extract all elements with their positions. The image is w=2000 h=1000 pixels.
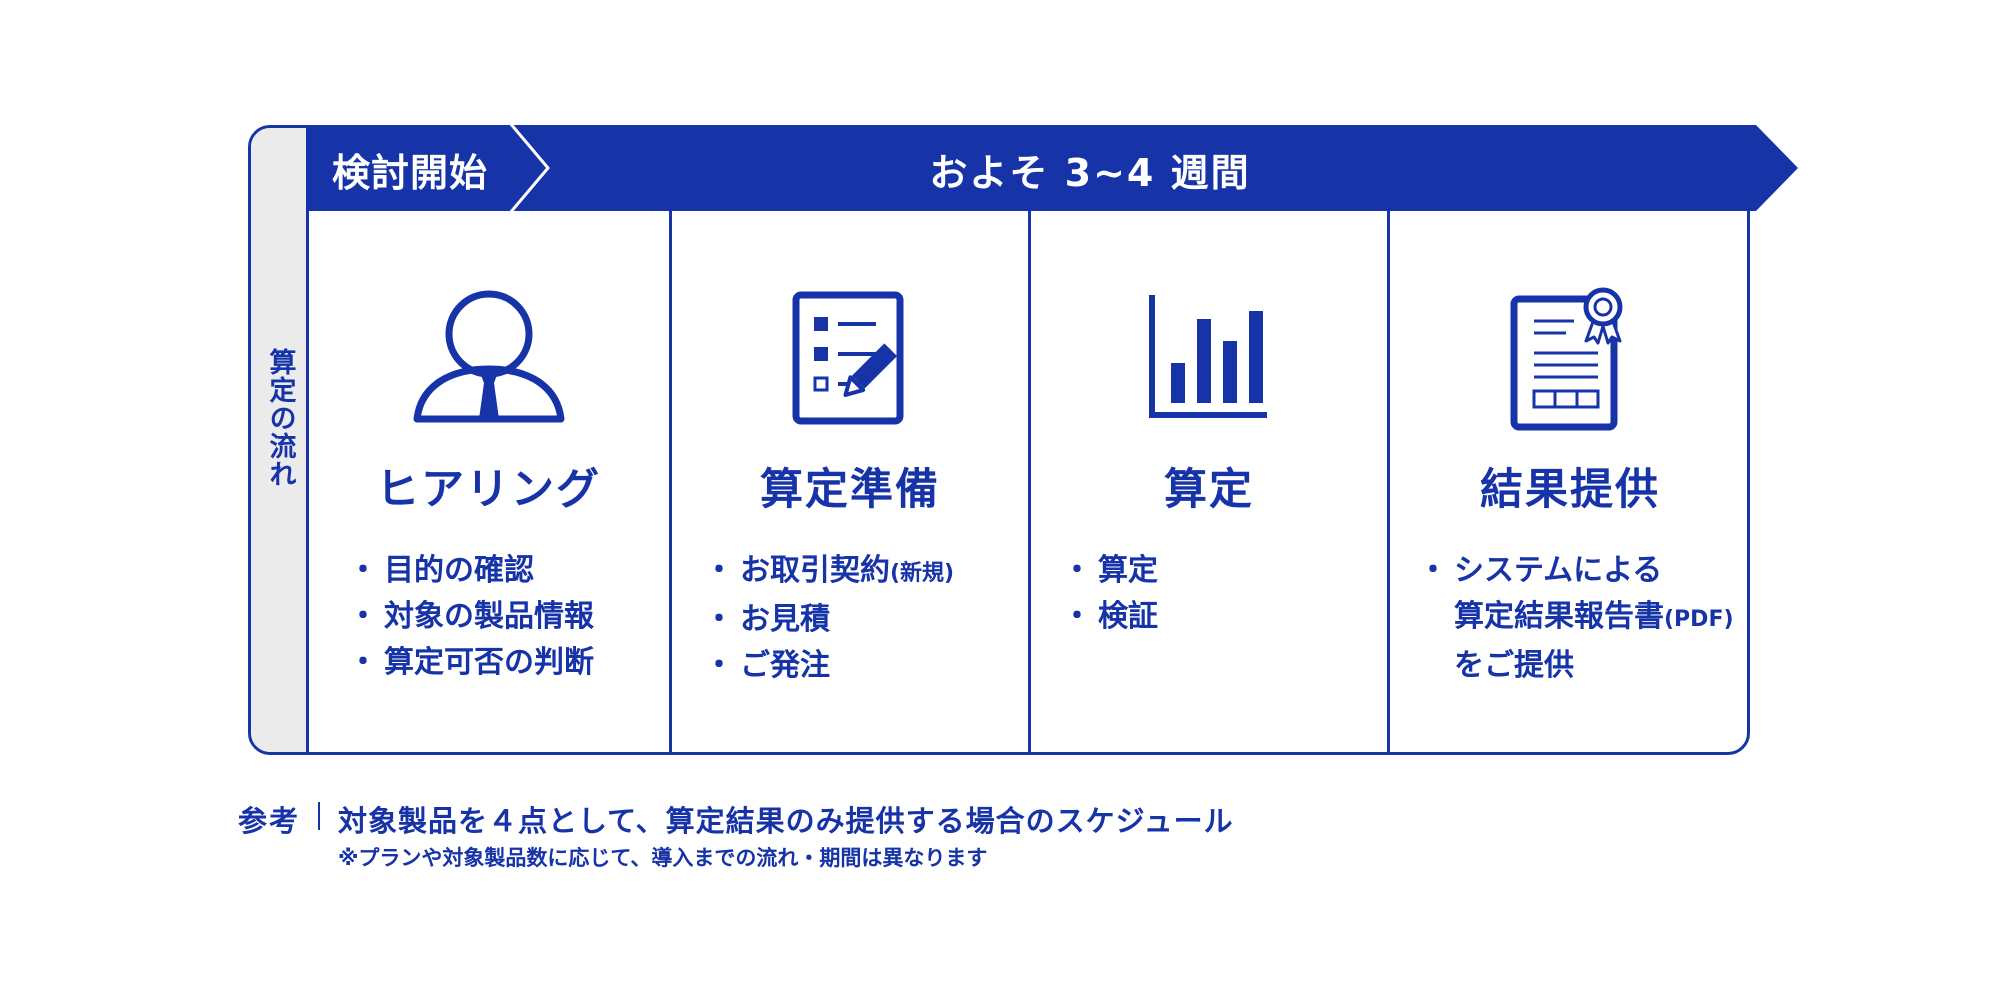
note-subtext: ※プランや対象製品数に応じて、導入までの流れ・期間は異なります (338, 846, 988, 870)
step-items: お取引契約(新規) お見積 ご発注 (704, 548, 954, 689)
duration-label: およそ 3~4 週間 (929, 151, 1251, 195)
step-items: システムによる 算定結果報告書(PDF) をご提供 (1418, 548, 1734, 689)
list-item: 目的の確認 (348, 548, 594, 594)
step-preparation: 算定準備 お取引契約(新規) お見積 ご発注 (672, 211, 1028, 755)
column-divider (669, 211, 672, 755)
list-item: 算定可否の判断 (348, 640, 594, 686)
checklist-icon (786, 289, 926, 433)
bar-chart-icon (1147, 295, 1271, 427)
step-title: ヒアリング (376, 465, 601, 515)
list-item: 算定 (1062, 548, 1158, 594)
list-item: お見積 (704, 597, 954, 643)
start-label: 検討開始 (332, 151, 489, 195)
timeline-header (308, 125, 1798, 211)
step-hearing: ヒアリング 目的の確認 対象の製品情報 算定可否の判断 (308, 211, 669, 755)
step-items: 算定 検証 (1062, 548, 1158, 640)
step-title: 算定準備 (760, 465, 940, 515)
item-text: お取引契約 (740, 553, 890, 588)
side-label: 算定の流れ (264, 348, 296, 488)
note-separator (318, 802, 320, 830)
note-label: 参考 (238, 804, 301, 838)
list-item: 検証 (1062, 594, 1158, 640)
certificate-icon (1506, 285, 1646, 439)
step-title: 算定 (1164, 465, 1254, 515)
note-text: 対象製品を４点として、算定結果のみ提供する場合のスケジュール (338, 804, 1234, 838)
item-note: (PDF) (1664, 607, 1734, 632)
item-text: 算定結果報告書 (1454, 599, 1664, 634)
column-divider (1387, 211, 1390, 755)
list-item: システムによる (1418, 548, 1734, 594)
side-panel: 算定の流れ (251, 128, 309, 752)
list-item: ご発注 (704, 643, 954, 689)
list-item-continuation: 算定結果報告書(PDF) (1418, 594, 1734, 643)
step-title: 結果提供 (1480, 465, 1660, 515)
list-item-continuation: をご提供 (1454, 648, 1574, 683)
item-note: (新規) (890, 561, 955, 586)
column-divider (1028, 211, 1031, 755)
step-items: 目的の確認 対象の製品情報 算定可否の判断 (348, 548, 594, 686)
timeline-arrow (308, 125, 1798, 211)
list-item: お取引契約(新規) (704, 548, 954, 597)
step-delivery: 結果提供 システムによる 算定結果報告書(PDF) をご提供 (1390, 211, 1750, 755)
step-calculation: 算定 算定 検証 (1031, 211, 1387, 755)
list-item: 対象の製品情報 (348, 594, 594, 640)
person-icon (409, 289, 569, 433)
